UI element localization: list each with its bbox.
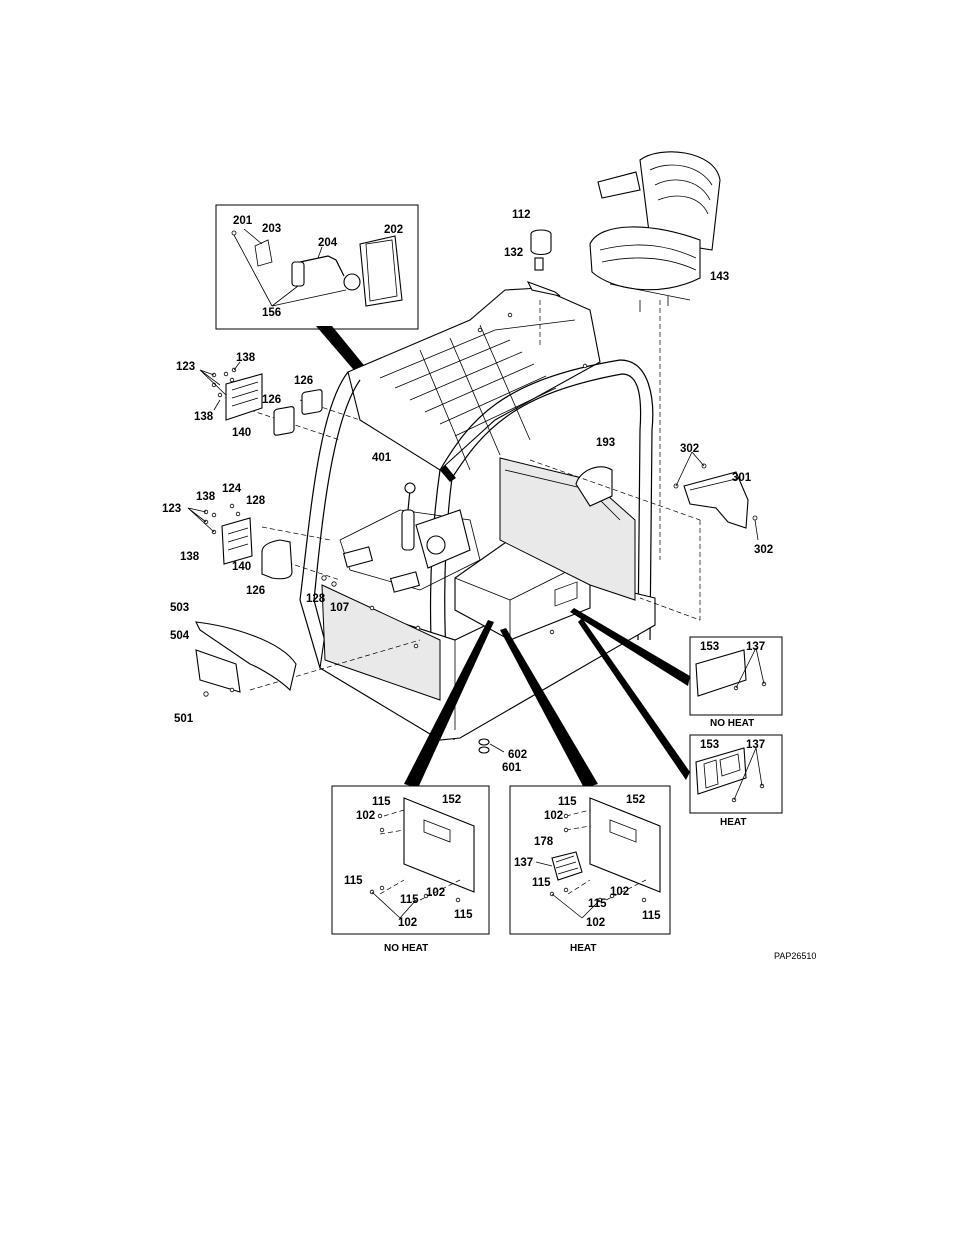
callout-138-upper-a: 138 (236, 352, 256, 364)
callout-201: 201 (233, 215, 253, 227)
inset-box-top-left (215, 204, 419, 330)
callout-128-lower: 128 (306, 593, 326, 605)
callout-115-nh-a: 115 (372, 796, 391, 808)
callout-132: 132 (504, 247, 523, 259)
filter-112 (526, 229, 561, 297)
wedge-to-no-heat-right (570, 608, 690, 686)
callout-140-lower: 140 (232, 561, 251, 573)
wedge-to-heat-right (578, 618, 690, 780)
callout-152-h: 152 (626, 794, 645, 806)
inset-box-no-heat-right (689, 636, 783, 716)
callout-115-nh-b: 115 (344, 875, 363, 887)
callout-107: 107 (330, 602, 349, 614)
callout-501: 501 (174, 713, 194, 725)
callout-504: 504 (170, 630, 190, 642)
wedge-to-heat-bottom (500, 628, 598, 788)
callout-193: 193 (596, 437, 615, 449)
drawing-code: PAP26510 (774, 951, 816, 961)
callout-302-lower: 302 (754, 544, 773, 556)
callout-153-no-heat: 153 (700, 641, 719, 653)
callout-602: 602 (508, 749, 527, 761)
callout-102-nh-b: 102 (426, 887, 445, 899)
callout-123-lower: 123 (162, 503, 181, 515)
front-panel-503 (195, 621, 297, 697)
callout-115-h-a: 115 (558, 796, 577, 808)
callout-102-h-c: 102 (586, 917, 605, 929)
callout-115-nh-d: 115 (454, 909, 473, 921)
callout-138-upper-b: 138 (194, 411, 214, 423)
callout-126-upper-a: 126 (262, 394, 281, 406)
caption-heat-right: HEAT (720, 817, 746, 828)
callout-301: 301 (732, 472, 752, 484)
callout-102-nh-c: 102 (398, 917, 417, 929)
callout-503: 503 (170, 602, 189, 614)
callout-115-h-c: 115 (588, 898, 607, 910)
callout-123-upper: 123 (176, 361, 195, 373)
callout-152-nh: 152 (442, 794, 461, 806)
callout-137-no-heat: 137 (746, 641, 765, 653)
callout-115-h-d: 115 (642, 910, 661, 922)
bracket-301 (673, 451, 759, 541)
callout-203: 203 (262, 223, 281, 235)
callout-178: 178 (534, 836, 554, 848)
callout-204: 204 (318, 237, 338, 249)
inset-box-no-heat-bottom (331, 785, 490, 935)
caption-heat-bottom: HEAT (570, 943, 596, 954)
callout-202: 202 (384, 224, 403, 236)
callout-153-heat: 153 (700, 739, 719, 751)
washers-602-601 (478, 738, 505, 754)
callout-126-upper-b: 126 (294, 375, 313, 387)
callout-138-lower-a: 138 (196, 491, 216, 503)
callout-102-h-b: 102 (610, 886, 629, 898)
inset-box-heat-right (689, 734, 783, 814)
callout-112: 112 (512, 209, 531, 221)
wedge-to-no-heat-bottom (404, 620, 494, 788)
inset-box-heat-bottom (509, 785, 671, 935)
callout-137-heat: 137 (746, 739, 765, 751)
caption-no-heat-bottom: NO HEAT (384, 943, 428, 954)
side-window-upper (199, 361, 323, 436)
callout-126-lower: 126 (246, 585, 265, 597)
callout-143: 143 (710, 271, 729, 283)
callout-140-upper: 140 (232, 427, 251, 439)
callout-138-lower-b: 138 (180, 551, 200, 563)
callout-156: 156 (262, 307, 281, 319)
operator-seat-143 (589, 151, 721, 312)
callout-302-upper: 302 (680, 443, 699, 455)
caption-no-heat-right: NO HEAT (710, 718, 754, 729)
callout-102-h-a: 102 (544, 810, 563, 822)
callout-115-nh-c: 115 (400, 894, 419, 906)
callout-137-h: 137 (514, 857, 533, 869)
callout-128-upper: 128 (246, 495, 266, 507)
callout-601: 601 (502, 762, 522, 774)
cab-frame (299, 287, 656, 741)
callout-labels: 201 203 204 202 156 112 132 143 123 138 … (162, 209, 773, 929)
callout-124: 124 (222, 483, 242, 495)
callout-401: 401 (372, 452, 392, 464)
side-window-lower (187, 503, 337, 587)
callout-102-nh-a: 102 (356, 810, 375, 822)
callout-115-h-b: 115 (532, 877, 551, 889)
